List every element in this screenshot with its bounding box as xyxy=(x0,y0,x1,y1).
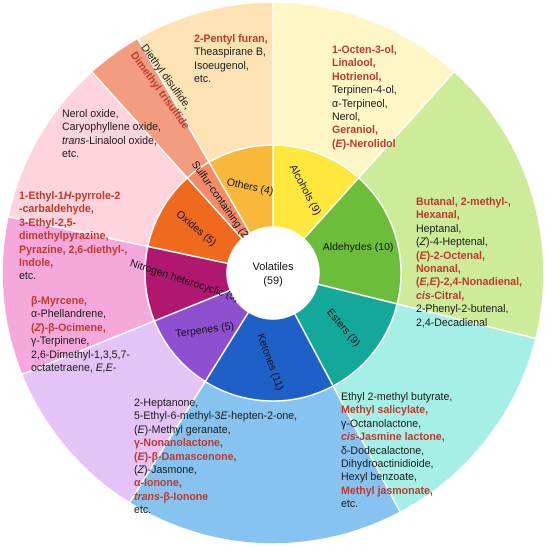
compound-aldehydes-6: (E,E)-2,4-Nonadienal, xyxy=(416,276,522,289)
compound-aldehydes-5: Nonanal, xyxy=(416,263,461,276)
compound-aldehydes-4: (E)-2-Octenal, xyxy=(416,249,485,262)
center-count: (59) xyxy=(263,275,283,287)
compound-ketones-0: 2-Heptanone, xyxy=(134,397,199,409)
compound-aldehydes-9: 2,4-Decadienal xyxy=(416,316,488,329)
compound-esters-8: etc. xyxy=(341,498,359,511)
inner-ring xyxy=(144,144,402,402)
compound-alcohols-7: (E)-Nerolidol xyxy=(332,137,396,150)
inner-label-aldehydes: Aldehydes (10) xyxy=(323,241,394,253)
compound-others-1: Theaspirane B, xyxy=(194,46,266,59)
compound-others-3: etc. xyxy=(194,73,212,86)
compound-terpenes-5: octatetraene, E,E- xyxy=(31,362,117,375)
compound-others-2: Isoeugenol, xyxy=(194,59,249,72)
center-circle xyxy=(227,227,319,319)
inner-segment-ketones xyxy=(204,310,335,402)
compound-list-oxides: Nerol oxide,Caryophyllene oxide,trans-Li… xyxy=(62,108,161,162)
compound-ketones-2: (E)-Methyl geranate, xyxy=(134,423,231,436)
compound-aldehydes-8: 2-Phenyl-2-butenal, xyxy=(416,303,509,316)
center-title: Volatiles xyxy=(253,261,294,273)
compound-list-terpenes: β-Myrcene,α-Phellandrene,(Z)-β-Ocimene,γ… xyxy=(31,295,130,375)
compound-esters-3: cis-Jasmine lactone, xyxy=(341,431,445,444)
compound-terpenes-0: β-Myrcene, xyxy=(31,295,87,307)
compound-ketones-5: (Z)-Jasmone, xyxy=(134,464,197,477)
compound-terpenes-1: α-Phellandrene, xyxy=(31,308,107,321)
compound-esters-0: Ethyl 2-methyl butyrate, xyxy=(341,391,453,403)
compound-aldehydes-3: (Z)-4-Heptenal, xyxy=(416,236,488,249)
compound-alcohols-6: Geraniol, xyxy=(332,124,378,137)
compound-ketones-8: etc. xyxy=(134,504,152,517)
compound-terpenes-3: γ-Terpinene, xyxy=(31,335,90,348)
compound-ketones-6: α-Ionone, xyxy=(134,477,182,490)
compound-list-ketones: 2-Heptanone,5-Ethyl-6-methyl-3E-hepten-2… xyxy=(134,397,297,518)
compound-alcohols-4: α-Terpineol, xyxy=(332,97,388,110)
compound-aldehydes-2: Heptanal, xyxy=(416,222,462,235)
compound-list-aldehydes: Butanal, 2-methyl-,Hexanal,Heptanal,(Z)-… xyxy=(416,196,522,330)
compound-alcohols-0: 1-Octen-3-ol, xyxy=(332,44,397,56)
compound-ketones-4: (E)-β-Damascenone, xyxy=(134,450,237,463)
compound-oxides-0: Nerol oxide, xyxy=(62,108,119,120)
compound-aldehydes-1: Hexanal, xyxy=(416,209,460,222)
compound-oxides-3: etc. xyxy=(62,148,80,161)
compound-list-nitrogen: 1-Ethyl-1H-pyrrole-2-carbaldehyde,3-Ethy… xyxy=(19,190,127,284)
compound-esters-5: Dihydroactinidioide, xyxy=(341,458,434,471)
compound-esters-2: γ-Octanolactone, xyxy=(341,417,422,430)
compound-esters-7: Methyl jasmonate, xyxy=(341,484,433,497)
compound-alcohols-1: Linalool, xyxy=(332,57,376,70)
compound-esters-1: Methyl salicylate, xyxy=(341,404,429,417)
compound-list-others: 2-Pentyl furan,Theaspirane B,Isoeugenol,… xyxy=(194,33,268,87)
compound-aldehydes-7: cis-Citral, xyxy=(416,289,465,302)
inner-segment-aldehydes xyxy=(302,176,402,305)
compound-terpenes-4: 2,6-Dimethyl-1,3,5,7- xyxy=(31,348,130,361)
compound-terpenes-2: (Z)-β-Ocimene, xyxy=(31,321,106,334)
compound-ketones-1: 5-Ethyl-6-methyl-3E-hepten-2-one, xyxy=(134,410,298,423)
compound-oxides-2: trans-Linalool oxide, xyxy=(62,134,157,147)
compound-list-esters: Ethyl 2-methyl butyrate,Methyl salicylat… xyxy=(341,391,452,512)
compound-nitrogen-2: 3-Ethyl-2,5- xyxy=(19,216,77,229)
compound-nitrogen-4: Pyrazine, 2,6-diethyl-, xyxy=(19,243,128,256)
compound-list-alcohols: 1-Octen-3-ol,Linalool,Hotrienol,Terpinen… xyxy=(332,44,397,151)
compound-esters-4: δ-Dodecalactone, xyxy=(341,444,425,457)
compound-oxides-1: Caryophyllene oxide, xyxy=(62,121,161,134)
compound-aldehydes-0: Butanal, 2-methyl-, xyxy=(416,196,511,208)
compound-nitrogen-6: etc. xyxy=(19,270,37,283)
compound-alcohols-2: Hotrienol, xyxy=(332,70,382,83)
compound-alcohols-5: Nerol, xyxy=(332,111,361,124)
compound-nitrogen-0: 1-Ethyl-1H-pyrrole-2 xyxy=(19,190,121,202)
compound-alcohols-3: Terpinen-4-ol, xyxy=(332,84,397,97)
compound-esters-6: Hexyl benzoate, xyxy=(341,471,417,484)
compound-ketones-3: γ-Nonanolactone, xyxy=(134,437,223,450)
compound-nitrogen-5: Indole, xyxy=(19,257,54,270)
compound-others-0: 2-Pentyl furan, xyxy=(194,33,268,45)
compound-ketones-7: trans-β-Ionone xyxy=(134,490,209,503)
compound-nitrogen-3: dimethylpyrazine, xyxy=(19,230,109,243)
compound-nitrogen-1: -carbaldehyde, xyxy=(19,203,94,216)
